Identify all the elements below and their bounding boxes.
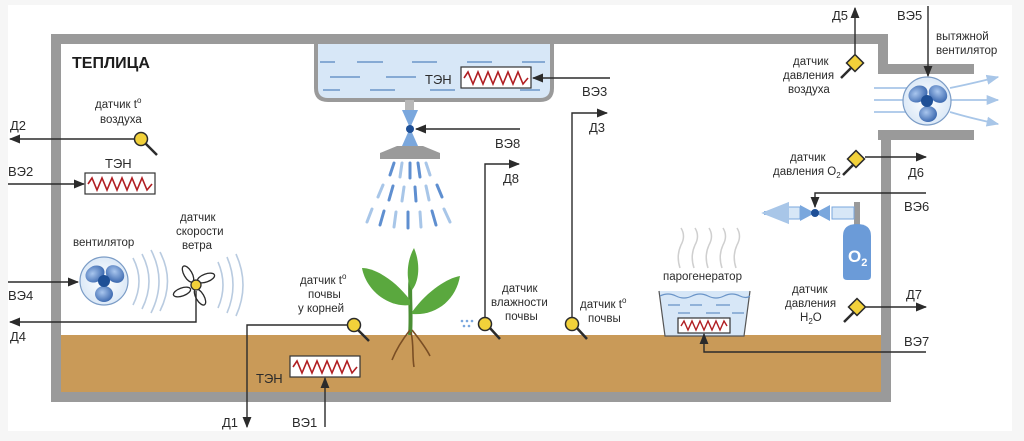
soil-temp-sensor: датчик to почвы Д3 xyxy=(564,108,627,340)
svg-text:датчик to: датчик to xyxy=(580,296,627,311)
tank-heater xyxy=(460,66,532,89)
o2-tank xyxy=(843,224,871,280)
air-heater: ТЭН ВЭ2 xyxy=(8,156,156,195)
moisture-label-3: почвы xyxy=(505,311,538,323)
svg-text:O2: O2 xyxy=(848,247,867,269)
airp-label-3: воздуха xyxy=(788,84,830,96)
signal-d7: Д7 xyxy=(906,287,922,302)
o2-pressure-sensor: датчик давления O2 Д6 xyxy=(773,149,928,180)
greenhouse-title: ТЕПЛИЦА xyxy=(72,55,150,72)
signal-ve6: ВЭ6 xyxy=(904,199,929,214)
airp-label-1: датчик xyxy=(793,56,830,68)
signal-d1: Д1 xyxy=(222,415,238,430)
air-pressure-icon xyxy=(845,53,865,73)
fan: вентилятор ВЭ4 xyxy=(8,237,169,314)
droplets-icon xyxy=(460,319,474,328)
signal-ve2: ВЭ2 xyxy=(8,164,33,179)
moisture-label-1: датчик xyxy=(502,283,539,295)
svg-text:давления O2: давления O2 xyxy=(773,166,841,180)
root-temp-label-2: почвы xyxy=(308,289,341,301)
signal-ve4: ВЭ4 xyxy=(8,288,33,303)
exhaust-label-1: вытяжной xyxy=(936,31,989,43)
fan-label: вентилятор xyxy=(73,237,134,249)
soil xyxy=(60,335,882,393)
sprinkler-valve xyxy=(406,125,414,133)
root-temp-probe-icon xyxy=(346,317,362,333)
signal-d2: Д2 xyxy=(10,118,26,133)
anemometer-icon xyxy=(172,265,216,306)
steam-generator-label: парогенератор xyxy=(663,271,742,283)
o2-supply: O2 ВЭ6 xyxy=(761,192,929,280)
signal-ve3: ВЭ3 xyxy=(582,84,607,99)
moisture-label-2: влажности xyxy=(491,297,548,309)
soil-temp-probe-icon xyxy=(564,316,580,332)
wind-label-2: скорости xyxy=(176,226,224,238)
h2o-label-1: датчик xyxy=(792,284,829,296)
soil-temp-label-2: почвы xyxy=(588,313,621,325)
h2o-pressure-icon xyxy=(847,297,867,317)
exhaust-label-2: вентилятор xyxy=(936,45,997,57)
signal-ve1: ВЭ1 xyxy=(292,415,317,430)
signal-ve5: ВЭ5 xyxy=(897,8,922,23)
soil-heater-label: ТЭН xyxy=(256,371,283,386)
signal-d3: Д3 xyxy=(589,120,605,135)
svg-text:датчик to: датчик to xyxy=(300,272,347,287)
signal-d8: Д8 xyxy=(503,171,519,186)
air-heater-label: ТЭН xyxy=(105,156,132,171)
wind-speed-sensor: датчик скорости ветра Д4 xyxy=(8,212,244,344)
airp-label-2: давления xyxy=(783,70,834,82)
soil-moisture-sensor: датчик влажности почвы Д8 xyxy=(460,159,548,340)
h2o-pressure-sensor: датчик давления H2O Д7 xyxy=(785,284,928,326)
air-temp-probe-icon xyxy=(133,131,149,147)
wind-label-3: ветра xyxy=(182,240,213,252)
exhaust-fan: вытяжной вентилятор ВЭ5 xyxy=(874,6,1000,127)
tank-heater-label: ТЭН xyxy=(425,72,452,87)
o2-pressure-icon xyxy=(846,149,866,169)
signal-ve8: ВЭ8 xyxy=(495,136,520,151)
signal-d6: Д6 xyxy=(908,165,924,180)
wind-label-1: датчик xyxy=(180,212,217,224)
exhaust-fan-icon xyxy=(908,85,948,122)
o2p-label-2: давления O xyxy=(773,166,836,178)
steam-generator: парогенератор ВЭ7 xyxy=(658,227,929,353)
air-pressure-sensor: датчик давления воздуха Д5 xyxy=(783,6,865,96)
o2-tank-label: O xyxy=(848,247,861,266)
root-soil-temp-sensor: датчик to почвы у корней Д1 xyxy=(222,272,370,430)
h2o-label-2: давления xyxy=(785,298,836,310)
root-temp-label-3: у корней xyxy=(298,303,344,315)
greenhouse-walls xyxy=(51,34,974,402)
signal-ve7: ВЭ7 xyxy=(904,334,929,349)
o2-valve xyxy=(811,209,819,217)
moisture-probe-icon xyxy=(477,316,493,332)
soil-heater: ТЭН ВЭ1 xyxy=(256,355,361,430)
water-tank: ТЭН ВЭ3 xyxy=(314,44,610,102)
svg-text:H2O: H2O xyxy=(800,312,822,326)
signal-d5: Д5 xyxy=(832,8,848,23)
fan-icon xyxy=(85,265,125,302)
svg-text:датчик to: датчик to xyxy=(95,96,142,111)
plant xyxy=(362,248,460,368)
root-temp-label-1: датчик t xyxy=(300,275,343,287)
air-temp-label-2: воздуха xyxy=(100,114,142,126)
soil-temp-label-1: датчик t xyxy=(580,299,623,311)
sprinkler: ВЭ8 xyxy=(365,100,520,230)
air-temp-sensor: датчик to воздуха Д2 xyxy=(8,96,158,156)
air-temp-label-1: датчик t xyxy=(95,99,138,111)
o2p-label-1: датчик xyxy=(790,152,827,164)
signal-d4: Д4 xyxy=(10,329,26,344)
